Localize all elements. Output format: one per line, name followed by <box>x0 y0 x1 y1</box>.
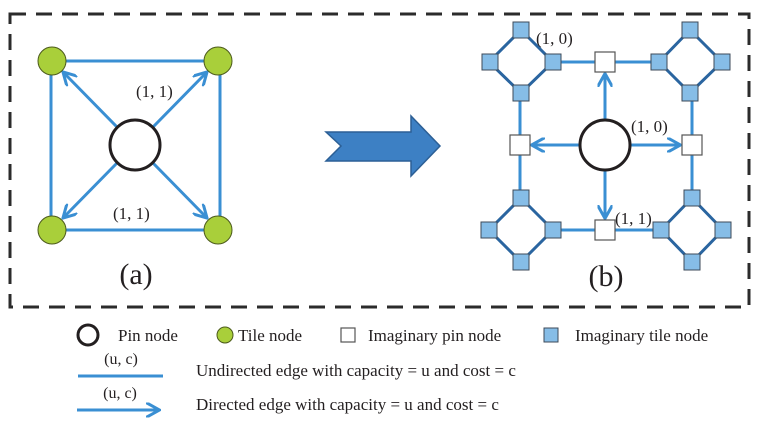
imaginary-tile-node <box>512 84 530 102</box>
legend-imaginary-tile-node: Imaginary tile node <box>575 326 708 345</box>
imaginary-tile-node <box>481 53 499 71</box>
cluster-ring <box>486 195 556 265</box>
panel-caption-a: (a) <box>119 258 152 291</box>
dashed-border <box>8 12 751 309</box>
legend-pin-node: Pin node <box>118 326 178 345</box>
imaginary-pin-node-legend-icon <box>340 327 356 343</box>
legend-undirected-desc: Undirected edge with capacity = u and co… <box>196 361 516 380</box>
directed-edge-br <box>151 161 206 217</box>
imaginary-tile-node <box>652 221 670 239</box>
right-arrow-icon <box>324 114 442 178</box>
legend-directed-desc: Directed edge with capacity = u and cost… <box>196 395 499 414</box>
legend-tile-node: Tile node <box>238 326 302 345</box>
imaginary-tile-node <box>512 21 530 39</box>
imaginary-tile-node <box>714 221 732 239</box>
imaginary-tile-node <box>512 253 530 271</box>
panel-b: (1, 0) (1, 0) (1, 1) (b) <box>480 21 732 293</box>
imaginary-pin-nodes <box>509 51 703 241</box>
edge-label: (1, 0) <box>536 29 573 48</box>
edge-label: (1, 0) <box>631 117 668 136</box>
imaginary-pin-node <box>594 51 616 73</box>
directed-edge-bl <box>64 161 119 217</box>
legend-undirected-label: (u, c) <box>104 351 138 368</box>
imaginary-tile-node-legend-icon <box>543 327 559 343</box>
directed-edges-b <box>533 75 679 217</box>
imaginary-tile-node <box>650 53 668 71</box>
tile-node <box>37 215 67 245</box>
legend: Pin node Tile node Imaginary pin node Im… <box>76 323 708 414</box>
imaginary-tile-node <box>683 189 701 207</box>
imaginary-tile-node <box>713 53 731 71</box>
legend-directed-label: (u, c) <box>103 385 137 402</box>
undirected-edges-a <box>49 59 222 232</box>
imaginary-tile-node <box>683 253 701 271</box>
pin-node-legend-icon <box>76 323 100 347</box>
pin-node <box>108 118 162 172</box>
tile-node <box>203 46 233 76</box>
panel-a: (1, 1) (1, 1) (a) <box>37 46 233 291</box>
imaginary-tile-node <box>681 21 699 39</box>
tile-node <box>203 215 233 245</box>
imaginary-tile-node <box>681 84 699 102</box>
pin-node <box>578 118 632 172</box>
directed-edge-tl <box>64 73 119 129</box>
imaginary-tile-node <box>512 189 530 207</box>
panel-caption-b: (b) <box>589 260 624 293</box>
edge-label: (1, 1) <box>113 204 150 223</box>
tile-node-legend-icon <box>216 326 234 344</box>
cluster-ring <box>656 27 725 96</box>
imaginary-tile-node <box>480 221 498 239</box>
directed-edges-a <box>64 73 206 217</box>
legend-imaginary-pin-node: Imaginary pin node <box>368 326 501 345</box>
edge-label: (1, 1) <box>615 209 652 228</box>
edge-label: (1, 1) <box>136 82 173 101</box>
imaginary-pin-node <box>509 134 531 156</box>
directed-edge-tr <box>151 73 206 129</box>
imaginary-tile-node <box>544 53 562 71</box>
cluster-ring <box>658 195 726 265</box>
imaginary-pin-node <box>681 134 703 156</box>
tile-node <box>37 46 67 76</box>
imaginary-pin-node <box>594 219 616 241</box>
imaginary-tile-node <box>544 221 562 239</box>
imaginary-tile-nodes <box>480 21 732 271</box>
